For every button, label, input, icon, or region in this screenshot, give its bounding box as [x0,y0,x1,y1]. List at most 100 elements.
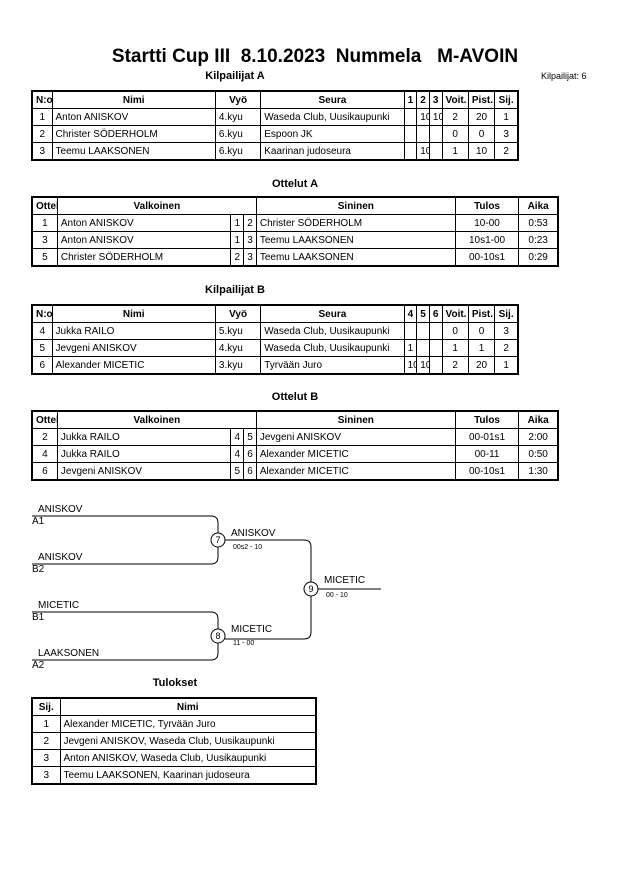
table-row: 5 Jevgeni ANISKOV 4.kyu Waseda Club, Uus… [31,339,519,357]
sf1-bottom-seed: B2 [32,564,45,575]
cell: Jukka RAILO [56,445,232,463]
col-header: Nimi [59,697,317,716]
cell: 3.kyu [214,356,262,375]
cell: 1 [441,142,469,161]
cell: 20 [467,356,496,375]
pool-b-heading: Kilpailijat B [205,284,265,296]
cell: 0:29 [518,248,559,267]
cell [403,108,418,126]
cell: 5 [31,248,58,267]
table-row: 6 Jevgeni ANISKOV 5 6 Alexander MICETIC … [31,462,559,481]
cell: 00-10s1 [454,248,520,267]
table-row: 1 Anton ANISKOV 4.kyu Waseda Club, Uusik… [31,108,519,126]
cell: 2 [494,142,519,161]
cell: 6.kyu [214,125,262,143]
sf1-bottom-name: ANISKOV [38,552,83,563]
col-header: Sij. [494,90,519,109]
matches-a-table: Ottelu Valkoinen Sininen Tulos Aika 1 An… [31,196,559,267]
table-row: 3 Anton ANISKOV 1 3 Teemu LAAKSONEN 10s1… [31,231,559,249]
table-row: 3 Teemu LAAKSONEN, Kaarinan judoseura [31,766,317,785]
cell: 1:30 [518,462,559,481]
cell: Christer SÖDERHOLM [56,248,232,267]
cell: Teemu LAAKSONEN, Kaarinan judoseura [59,766,317,785]
table-row: 6 Alexander MICETIC 3.kyu Tyrvään Juro 1… [31,356,519,375]
pool-a-table: N:o Nimi Vyö Seura 1 2 3 Voit. Pist. Sij… [31,90,519,161]
cell: 3 [494,322,519,340]
cell: 10s1-00 [454,231,520,249]
cell: Alexander MICETIC, Tyrvään Juro [59,715,317,733]
cell: 3 [31,766,61,785]
table-row: 3 Anton ANISKOV, Waseda Club, Uusikaupun… [31,749,317,767]
cell: 3 [31,749,61,767]
cell: Alexander MICETIC [51,356,216,375]
cell: 0 [467,125,496,143]
cell: Espoon JK [260,125,405,143]
pool-b-table: N:o Nimi Vyö Seura 4 5 6 Voit. Pist. Sij… [31,304,519,375]
page-title: Startti Cup III 8.10.2023 Nummela M-AVOI… [111,46,519,67]
cell: Christer SÖDERHOLM [51,125,216,143]
cell: 3 [31,142,53,161]
table-row: 2 Jevgeni ANISKOV, Waseda Club, Uusikaup… [31,732,317,750]
sf2-bottom-seed: A2 [32,660,45,671]
match-8-circle [210,628,226,644]
cell: Alexander MICETIC [255,462,456,481]
matches-b-header-row: Ottelu Valkoinen Sininen Tulos Aika [31,410,559,429]
cell: Waseda Club, Uusikaupunki [260,339,405,357]
cell: 3 [494,125,519,143]
match-8-number: 8 [215,631,221,641]
cell: 4 [31,445,58,463]
cell: Jevgeni ANISKOV, Waseda Club, Uusikaupun… [59,732,317,750]
sf1-top-seed: A1 [32,516,45,527]
sf1-score: 00s2 - 10 [233,544,263,551]
sf2-winner: MICETIC [231,624,273,635]
match-9-number: 9 [308,584,314,594]
table-row: 5 Christer SÖDERHOLM 2 3 Teemu LAAKSONEN… [31,248,559,267]
cell: Teemu LAAKSONEN [255,231,456,249]
cell: 1 [494,356,519,375]
cell: Tyrvään Juro [260,356,405,375]
sf2-bottom-name: LAAKSONEN [38,648,100,659]
col-header: Sij. [31,697,61,716]
pool-a-heading: Kilpailijat A [205,70,265,82]
final-winner: MICETIC [324,575,366,586]
matches-b-heading: Ottelut B [271,391,319,403]
cell: 0 [467,322,496,340]
sf1-winner: ANISKOV [231,528,276,539]
final-score: 00 - 10 [326,592,348,599]
table-row: 1 Alexander MICETIC, Tyrvään Juro [31,715,317,733]
cell: 2 [31,732,61,750]
match-7-number: 7 [215,535,221,545]
cell: 2 [441,356,469,375]
table-row: 4 Jukka RAILO 4 6 Alexander MICETIC 00-1… [31,445,559,463]
cell: Anton ANISKOV [56,231,232,249]
sf2-top-seed: B1 [32,612,45,623]
table-row: 3 Teemu LAAKSONEN 6.kyu Kaarinan judoseu… [31,142,519,161]
cell: 1 [31,715,61,733]
sf1-top-name: ANISKOV [38,504,83,515]
matches-b-table: Ottelu Valkoinen Sininen Tulos Aika 2 Ju… [31,410,559,481]
sf2-top-name: MICETIC [38,600,80,611]
results-header-row: Sij. Nimi [31,697,317,716]
match-9-circle [303,581,319,597]
cell: 4.kyu [214,339,262,357]
col-header: N:o [31,90,53,109]
cell: 6 [31,356,53,375]
cell: 5 [230,462,245,481]
cell: 6 [31,462,58,481]
table-row: 1 Anton ANISKOV 1 2 Christer SÖDERHOLM 1… [31,214,559,232]
table-row: 2 Christer SÖDERHOLM 6.kyu Espoon JK 0 0… [31,125,519,143]
cell: 10 [467,142,496,161]
cell: 6 [243,445,257,463]
cell: 1 [494,108,519,126]
cell: Anton ANISKOV, Waseda Club, Uusikaupunki [59,749,317,767]
cell: 2 [494,339,519,357]
cell: 0:50 [518,445,559,463]
competitors-count: Kilpailijat: 6 [541,71,587,81]
cell: Kaarinan judoseura [260,142,405,161]
cell: Jevgeni ANISKOV [56,462,232,481]
cell: 0:23 [518,231,559,249]
matches-a-heading: Ottelut A [271,178,319,190]
sf2-score: 11 - 00 [233,640,255,647]
results-table: Sij. Nimi 1 Alexander MICETIC, Tyrvään J… [31,697,317,785]
